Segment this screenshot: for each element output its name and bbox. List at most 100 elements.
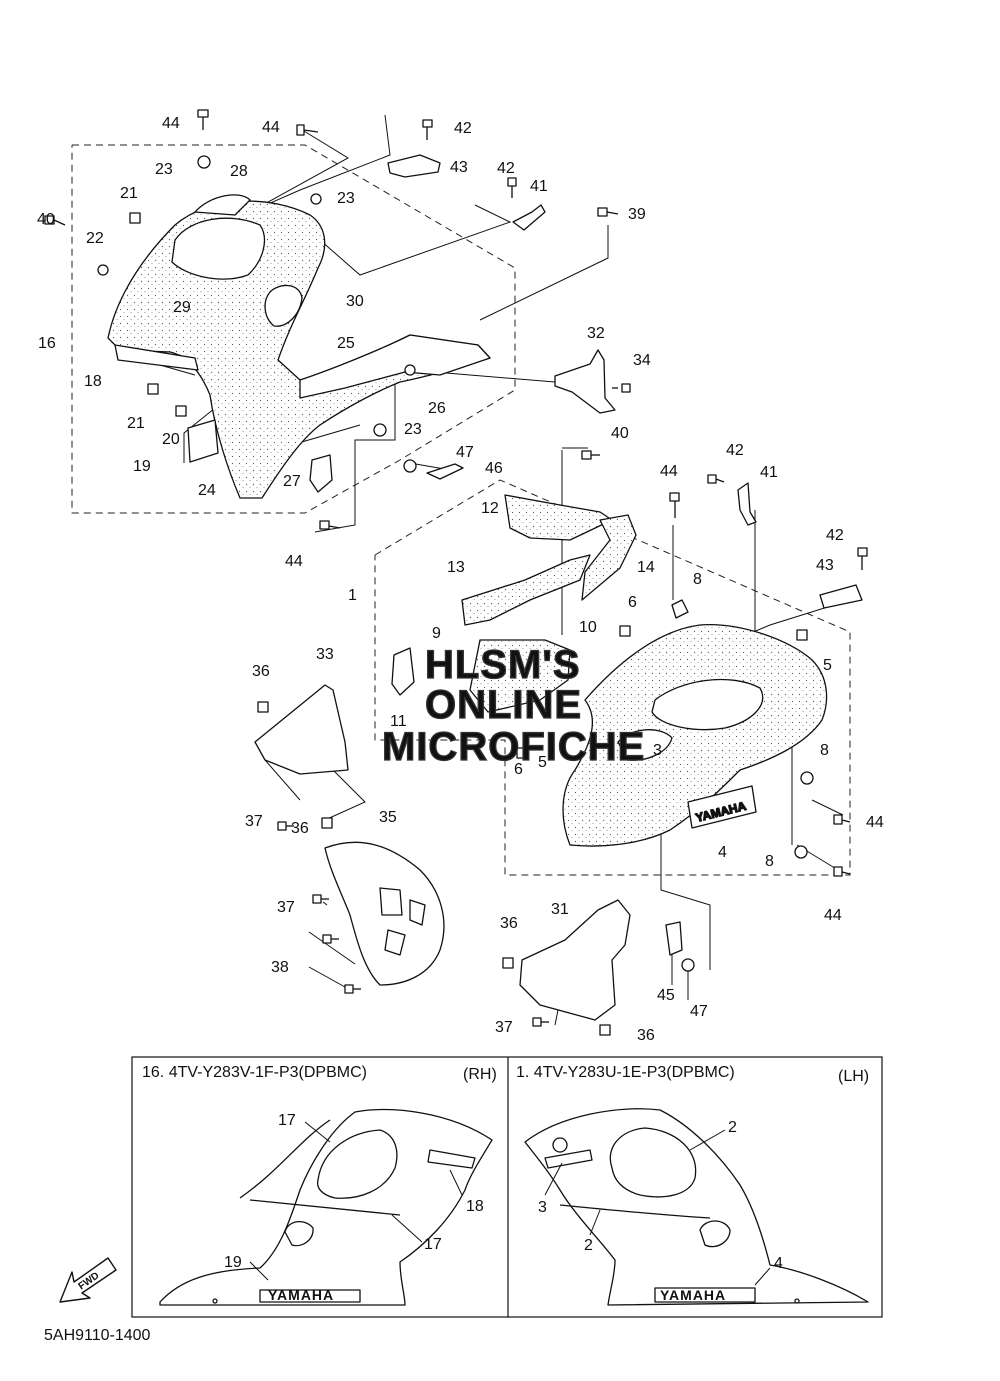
inset-frame: [131, 1056, 883, 1318]
callout-18[interactable]: 18: [84, 373, 102, 390]
bracket-31: [519, 899, 631, 1021]
callout-26[interactable]: 26: [428, 400, 446, 417]
callout-9[interactable]: 9: [432, 625, 441, 642]
callout-37[interactable]: 37: [277, 899, 295, 916]
callout-46[interactable]: 46: [485, 460, 503, 477]
callout-6[interactable]: 6: [514, 761, 523, 778]
rh-fairing-drawing: [159, 1108, 493, 1306]
callout-4[interactable]: 4: [718, 844, 727, 861]
callout-42[interactable]: 42: [454, 120, 472, 137]
callout-23[interactable]: 23: [404, 421, 422, 438]
callout-45[interactable]: 45: [657, 987, 675, 1004]
callout-36[interactable]: 36: [500, 915, 518, 932]
callout-44[interactable]: 44: [824, 907, 842, 924]
inset-callout-2[interactable]: 2: [728, 1119, 737, 1136]
callout-5[interactable]: 5: [823, 657, 832, 674]
upper-fairing-assembly: [44, 109, 631, 530]
bracket-11: [391, 647, 415, 696]
callout-41[interactable]: 41: [760, 464, 778, 481]
callout-28[interactable]: 28: [230, 163, 248, 180]
callout-21[interactable]: 21: [127, 415, 145, 432]
callout-44[interactable]: 44: [866, 814, 884, 831]
bracket-27: [309, 454, 333, 493]
callout-10[interactable]: 10: [579, 619, 597, 636]
callout-33[interactable]: 33: [316, 646, 334, 663]
callout-42[interactable]: 42: [826, 527, 844, 544]
inner-panel-13: [461, 554, 591, 626]
callout-22[interactable]: 22: [86, 230, 104, 247]
lower-screws: [669, 474, 868, 877]
inset-rh-title: 16. 4TV-Y283V-1F-P3(DPBMC): [142, 1064, 367, 1081]
callout-35[interactable]: 35: [379, 809, 397, 826]
callout-42[interactable]: 42: [726, 442, 744, 459]
callout-47[interactable]: 47: [456, 444, 474, 461]
callout-3[interactable]: 3: [653, 742, 662, 759]
callout-24[interactable]: 24: [198, 482, 216, 499]
callout-34[interactable]: 34: [633, 352, 651, 369]
callout-23[interactable]: 23: [337, 190, 355, 207]
callout-38[interactable]: 38: [271, 959, 289, 976]
inset-lh-side: (LH): [838, 1068, 869, 1085]
callout-19[interactable]: 19: [133, 458, 151, 475]
callout-36[interactable]: 36: [291, 820, 309, 837]
callout-14[interactable]: 14: [637, 559, 655, 576]
callout-1[interactable]: 1: [348, 587, 357, 604]
watermark-line-3: MICROFICHE: [382, 725, 645, 769]
callout-41[interactable]: 41: [530, 178, 548, 195]
fastener-grommets: [97, 155, 417, 473]
watermark: HLSM'S ONLINE MICROFICHE: [381, 642, 645, 769]
inner-panel-25: [299, 334, 491, 399]
callout-27[interactable]: 27: [283, 473, 301, 490]
callout-11[interactable]: 11: [390, 713, 407, 730]
inset-callout-3[interactable]: 3: [538, 1199, 547, 1216]
callout-21[interactable]: 21: [120, 185, 138, 202]
callout-25[interactable]: 25: [337, 335, 355, 352]
bracket-41: [512, 204, 546, 231]
callout-36[interactable]: 36: [637, 1027, 655, 1044]
strip-19: [187, 419, 219, 463]
callout-31[interactable]: 31: [551, 901, 569, 918]
strip-18: [114, 344, 199, 371]
callout-40[interactable]: 40: [611, 425, 629, 442]
callout-13[interactable]: 13: [447, 559, 465, 576]
upper-fairing-boundary: [71, 144, 516, 514]
callout-43[interactable]: 43: [450, 159, 468, 176]
callout-23[interactable]: 23: [155, 161, 173, 178]
callout-12[interactable]: 12: [481, 500, 499, 517]
callout-30[interactable]: 30: [346, 293, 364, 310]
callout-43[interactable]: 43: [816, 557, 834, 574]
callout-8[interactable]: 8: [693, 571, 702, 588]
callout-39[interactable]: 39: [628, 206, 646, 223]
callout-44[interactable]: 44: [285, 553, 303, 570]
callout-44[interactable]: 44: [660, 463, 678, 480]
inner-panel-10: [469, 639, 571, 713]
callout-5[interactable]: 5: [538, 754, 547, 771]
inset-callout-19[interactable]: 19: [224, 1254, 242, 1271]
inset-callout-17[interactable]: 17: [278, 1112, 296, 1129]
callout-42[interactable]: 42: [497, 160, 515, 177]
inset-callout-18[interactable]: 18: [466, 1198, 484, 1215]
callout-37[interactable]: 37: [495, 1019, 513, 1036]
callout-37[interactable]: 37: [245, 813, 263, 830]
inset-callout-17[interactable]: 17: [424, 1236, 442, 1253]
callout-36[interactable]: 36: [252, 663, 270, 680]
callout-16[interactable]: 16: [38, 335, 56, 352]
inset-callout-4[interactable]: 4: [774, 1255, 783, 1272]
rh-leaders: [249, 1121, 463, 1281]
side-vent-opening: [264, 284, 303, 327]
headlight-opening: [171, 217, 265, 280]
bracket-45: [665, 921, 683, 956]
lower-cowl-vent: [617, 729, 673, 761]
inset-callout-2[interactable]: 2: [584, 1237, 593, 1254]
callout-8[interactable]: 8: [820, 742, 829, 759]
callout-8[interactable]: 8: [765, 853, 774, 870]
callout-47[interactable]: 47: [690, 1003, 708, 1020]
callout-44[interactable]: 44: [162, 115, 180, 132]
callout-40[interactable]: 40: [37, 211, 55, 228]
callout-20[interactable]: 20: [162, 431, 180, 448]
callout-44[interactable]: 44: [262, 119, 280, 136]
inset-lh-title: 1. 4TV-Y283U-1E-P3(DPBMC): [516, 1064, 735, 1081]
callout-32[interactable]: 32: [587, 325, 605, 342]
callout-6[interactable]: 6: [628, 594, 637, 611]
callout-29[interactable]: 29: [173, 299, 191, 316]
